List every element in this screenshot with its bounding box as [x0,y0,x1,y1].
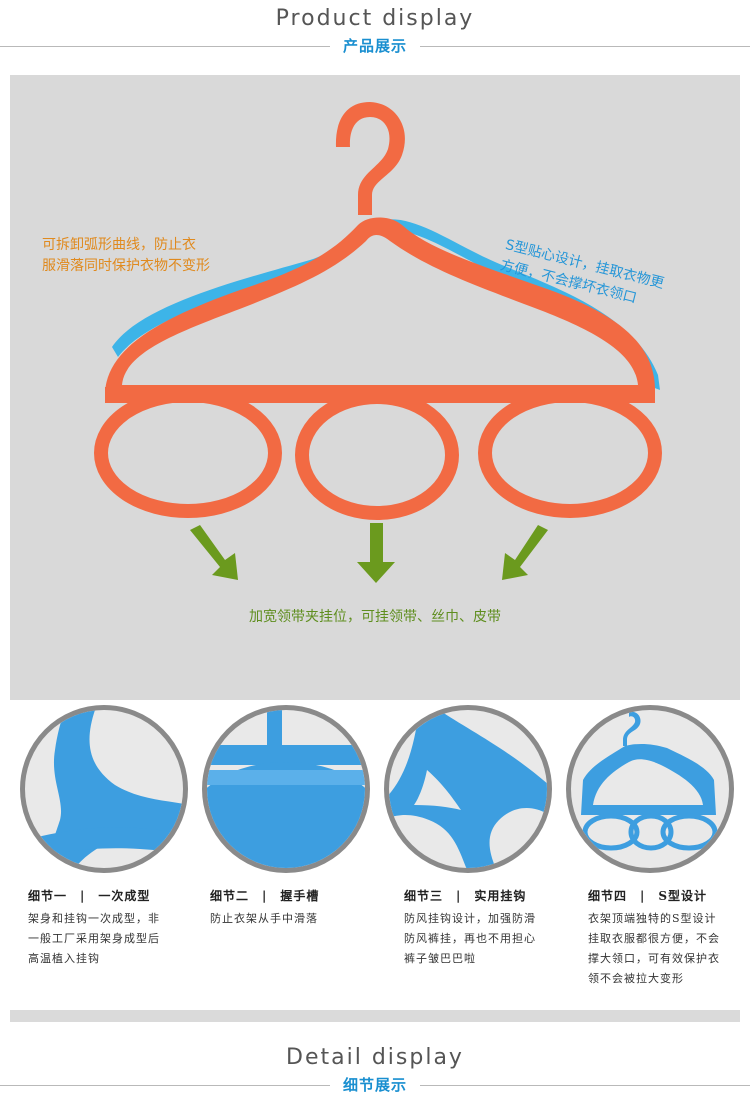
arrow-right-icon [502,525,548,580]
arrow-down-icon [357,523,395,583]
product-display-subtitle: 产品展示 [342,37,407,55]
detail-desc-1: 架身和挂钩一次成型，非 一般工厂采用架身成型后 高温植入挂钩 [28,912,160,965]
detail-image-2 [202,705,370,873]
product-hero-image: 可拆卸弧形曲线，防止衣 服滑落同时保护衣物不变形 S型贴心设计，挂取衣物更 方便… [10,75,740,700]
tie-loops [94,388,662,520]
divider-left [0,1085,330,1086]
hanger-illustration [94,102,662,583]
detail-display-title: Detail display [286,1045,464,1070]
detail-image-3 [384,705,552,873]
detail-image-4 [566,705,734,873]
detail-title-1: 细节一 | 一次成型 [28,889,151,903]
product-display-header: Product display 产品展示 [0,6,750,57]
detail-title-2: 细节二 | 握手槽 [210,889,320,903]
divider-right [420,46,750,47]
tie-loop-right [478,388,662,518]
detail-section: 细节一 | 一次成型 架身和挂钩一次成型，非 一般工厂采用架身成型后 高温植入挂… [10,705,740,1015]
tie-loop-middle [295,390,459,520]
detail-image-1 [20,705,188,873]
hanger-body [105,217,655,400]
hanger-hook [335,102,405,215]
arrow-left-icon [190,525,238,580]
divider-left [0,46,330,47]
detail-title-3: 细节三 | 实用挂钩 [404,889,527,903]
left-note: 可拆卸弧形曲线，防止衣 服滑落同时保护衣物不变形 [42,237,210,274]
detail-display-subtitle: 细节展示 [342,1076,407,1094]
down-arrows [190,523,548,583]
product-display-title: Product display [275,6,475,31]
divider-right [420,1085,750,1086]
detail-desc-2: 防止衣架从手中滑落 [210,912,318,925]
section-divider-bar [10,1010,740,1022]
detail-display-header: Detail display 细节展示 [0,1045,750,1096]
detail-desc-4: 衣架顶端独特的S型设计 挂取衣服都很方便，不会 撑大领口，可有效保护衣 领不会被… [588,912,720,985]
tie-loop-left [94,388,282,518]
detail-desc-3: 防风挂钩设计，加强防滑 防风裤挂，再也不用担心 裤子皱巴巴啦 [404,912,536,965]
bottom-note: 加宽领带夹挂位，可挂领带、丝巾、皮带 [249,609,501,625]
detail-title-4: 细节四 | S型设计 [588,889,708,903]
